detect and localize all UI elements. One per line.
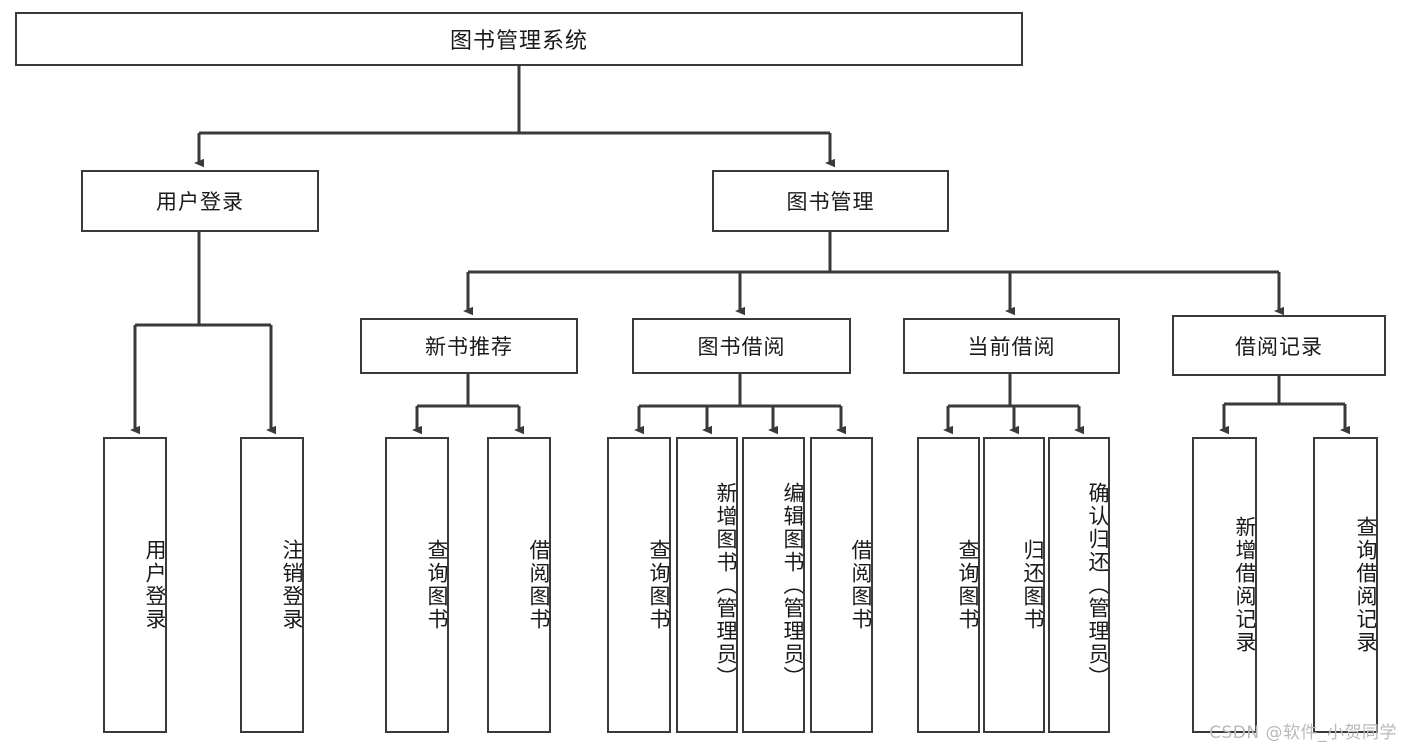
node-user-login[interactable]: 用户登录 <box>81 170 319 232</box>
node-current-borrow[interactable]: 当前借阅 <box>903 318 1120 374</box>
node-label: 查询图书 <box>425 539 449 631</box>
node-label: 新增图书（管理员） <box>714 481 738 689</box>
leaf-new-book-borrow[interactable]: 借阅图书 <box>487 437 551 733</box>
node-book-borrow[interactable]: 图书借阅 <box>632 318 851 374</box>
node-label: 图书借阅 <box>697 335 786 359</box>
leaf-current-borrow-return[interactable]: 归还图书 <box>983 437 1045 733</box>
node-new-book-recommend[interactable]: 新书推荐 <box>360 318 578 374</box>
node-label: 归还图书 <box>1021 539 1045 631</box>
leaf-user-login-login[interactable]: 用户登录 <box>103 437 167 733</box>
node-label: 用户登录 <box>156 190 244 214</box>
node-label: 注销登录 <box>280 539 304 631</box>
leaf-book-borrow-edit[interactable]: 编辑图书（管理员） <box>742 437 805 733</box>
leaf-borrow-record-query[interactable]: 查询借阅记录 <box>1313 437 1378 733</box>
node-label: 确认归还（管理员） <box>1086 481 1110 689</box>
node-label: 用户登录 <box>143 539 167 631</box>
leaf-current-borrow-confirm-return[interactable]: 确认归还（管理员） <box>1048 437 1110 733</box>
node-label: 借阅图书 <box>527 539 551 631</box>
node-book-management[interactable]: 图书管理 <box>712 170 949 232</box>
node-label: 查询借阅记录 <box>1354 516 1378 654</box>
node-label: 新增借阅记录 <box>1233 516 1257 654</box>
leaf-book-borrow-query[interactable]: 查询图书 <box>607 437 671 733</box>
node-borrow-record[interactable]: 借阅记录 <box>1172 315 1386 376</box>
node-label: 借阅图书 <box>849 539 873 631</box>
leaf-book-borrow-add[interactable]: 新增图书（管理员） <box>676 437 738 733</box>
leaf-borrow-record-add[interactable]: 新增借阅记录 <box>1192 437 1257 733</box>
node-label: 图书管理 <box>786 190 875 214</box>
node-label: 借阅记录 <box>1235 334 1323 359</box>
csdn-watermark: CSDN @软件_小贺同学 <box>1209 723 1397 743</box>
node-label: 当前借阅 <box>967 335 1056 359</box>
node-label: 新书推荐 <box>425 335 513 359</box>
leaf-new-book-query[interactable]: 查询图书 <box>385 437 449 733</box>
node-root-system[interactable]: 图书管理系统 <box>15 12 1023 66</box>
node-label: 查询图书 <box>956 539 980 631</box>
leaf-book-borrow-borrow[interactable]: 借阅图书 <box>810 437 873 733</box>
node-label: 编辑图书（管理员） <box>781 481 805 689</box>
node-label: 查询图书 <box>647 539 671 631</box>
leaf-current-borrow-query[interactable]: 查询图书 <box>917 437 980 733</box>
leaf-user-login-logout[interactable]: 注销登录 <box>240 437 304 733</box>
node-label: 图书管理系统 <box>449 29 588 54</box>
